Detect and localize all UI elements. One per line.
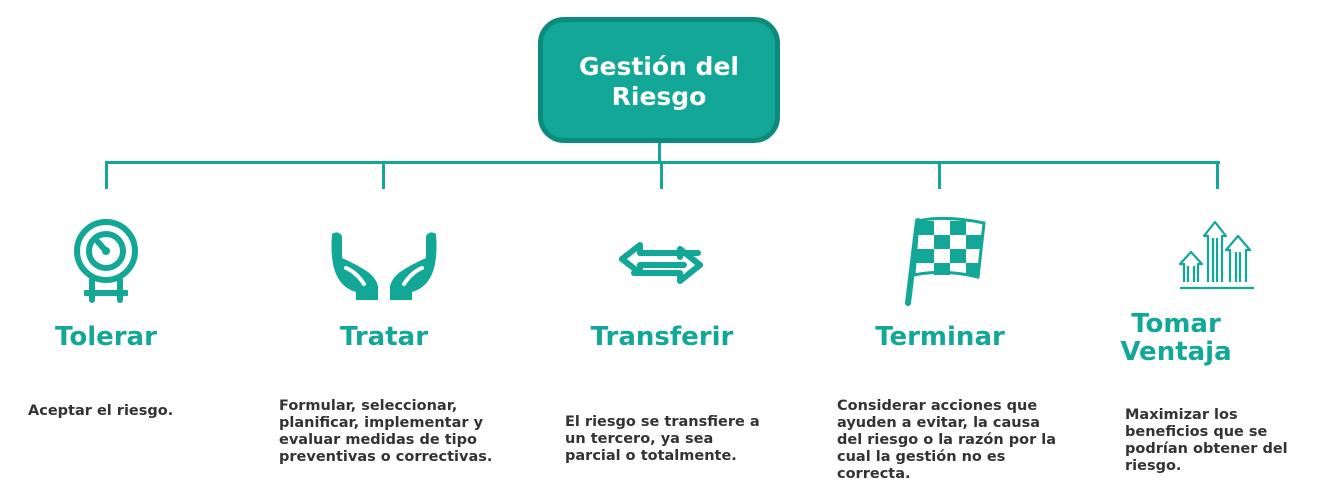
branch-description-tolerar: Aceptar el riesgo. xyxy=(28,403,174,419)
branch-description-tomar-ventaja: Maximizar los beneficios que se podrían … xyxy=(1125,407,1288,474)
branch-title-terminar: Terminar xyxy=(875,322,1005,352)
branch-connector-1 xyxy=(105,161,108,189)
branch-connector-5 xyxy=(1216,161,1219,189)
growth-arrows-icon xyxy=(1178,220,1254,290)
branch-title-transferir: Transferir xyxy=(590,322,734,352)
gauge-icon xyxy=(74,219,138,303)
branch-connector-3 xyxy=(660,161,663,189)
branch-connector-4 xyxy=(938,161,941,189)
branch-title-tolerar: Tolerar xyxy=(55,322,157,352)
branch-title-tratar: Tratar xyxy=(339,322,429,352)
branch-description-tratar: Formular, seleccionar, planificar, imple… xyxy=(279,398,493,465)
branch-connector-2 xyxy=(382,161,385,189)
transfer-arrows-icon xyxy=(619,242,703,284)
root-node: Gestión del Riesgo xyxy=(538,17,780,143)
branch-title-tomar-ventaja: Tomar Ventaja xyxy=(1120,309,1232,367)
branch-description-terminar: Considerar acciones que ayuden a evitar,… xyxy=(837,398,1057,482)
checkered-flag-icon xyxy=(905,216,986,306)
open-hands-icon xyxy=(331,232,437,300)
branch-description-transferir: El riesgo se transfiere a un tercero, ya… xyxy=(565,414,760,464)
root-connector xyxy=(658,143,661,163)
root-title: Gestión del Riesgo xyxy=(579,52,739,111)
